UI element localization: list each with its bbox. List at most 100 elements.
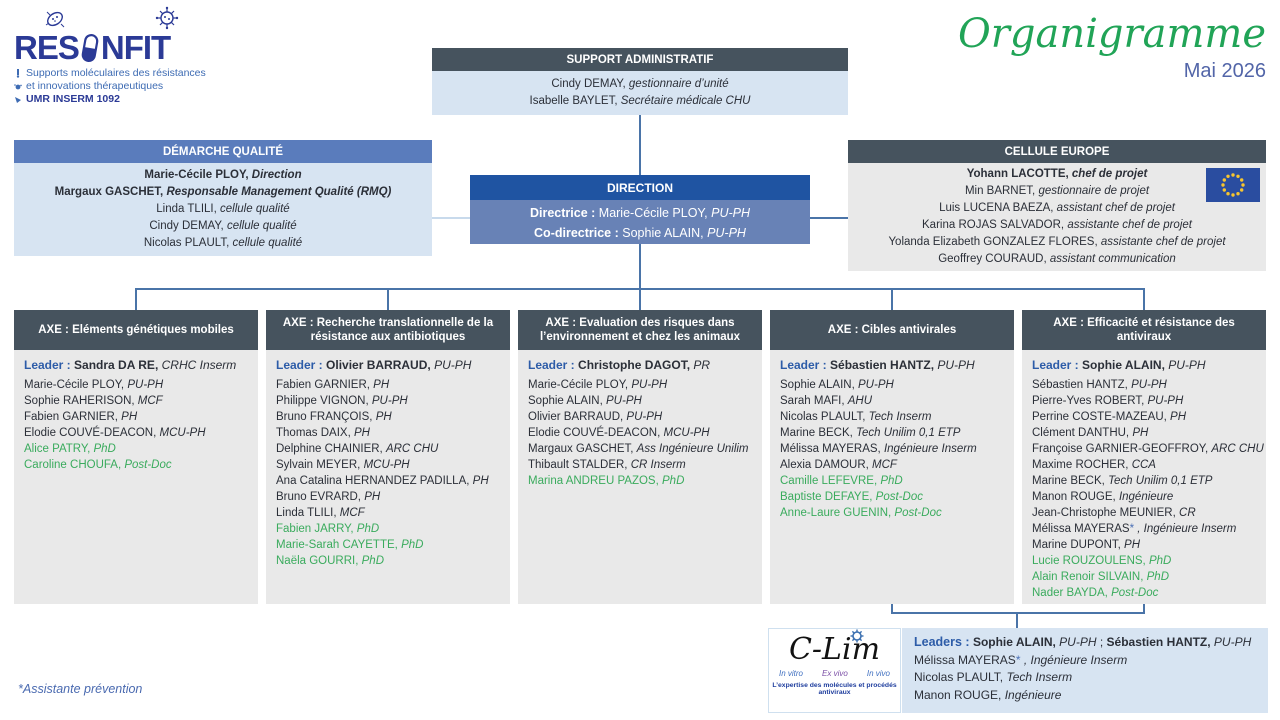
member-name: Yohann LACOTTE, bbox=[966, 168, 1069, 180]
member-name: Anne-Laure GUENIN, bbox=[780, 507, 892, 519]
member-role: cellule qualité bbox=[220, 203, 290, 215]
member-role: MCF bbox=[872, 459, 897, 471]
member-role: PhD bbox=[880, 475, 903, 487]
direction-label: Directrice : bbox=[529, 206, 596, 220]
member-name: Camille LEFEVRE, bbox=[780, 475, 878, 487]
member-row: Elodie COUVÉ-DEACON, MCU-PH bbox=[528, 425, 752, 441]
direction-name: Marie-Cécile PLOY, bbox=[598, 206, 708, 220]
leader-label: Leader : bbox=[780, 358, 827, 372]
member-name: Manon ROUGE, bbox=[914, 687, 1002, 702]
connector-line bbox=[1143, 604, 1145, 614]
member-role: PU-PH bbox=[371, 395, 408, 407]
member-role: CCA bbox=[1131, 459, 1156, 471]
bacterium-icon bbox=[45, 11, 65, 28]
member-name: Fabien GARNIER, bbox=[276, 379, 370, 391]
member-row: Marina ANDREU PAZOS, PhD bbox=[528, 473, 752, 489]
member-row: Mélissa MAYERAS, Ingénieure Inserm bbox=[780, 441, 1004, 457]
member-row: Naëla GOURRI, PhD bbox=[276, 553, 500, 569]
member-name: Min BARNET, bbox=[964, 185, 1036, 197]
member-row: Linda TLILI, MCF bbox=[276, 505, 500, 521]
member-role: PU-PH bbox=[1131, 379, 1167, 391]
member-name: Bruno EVRARD, bbox=[276, 491, 362, 503]
axis-leader: Leader : Christophe DAGOT, PR bbox=[528, 356, 752, 374]
member-row: Marine BECK, Tech Unilim 0,1 ETP bbox=[1032, 473, 1256, 489]
clim-leaders-line: Leaders : Sophie ALAIN, PU-PH ; Sébastie… bbox=[914, 634, 1256, 652]
member-name: Mélissa MAYERAS bbox=[914, 652, 1016, 667]
logo-doodles bbox=[14, 6, 244, 32]
member-name: Pierre-Yves ROBERT, bbox=[1032, 395, 1145, 407]
member-name: Olivier BARRAUD, bbox=[528, 411, 624, 423]
page-title-block: Organigramme Mai 2026 bbox=[958, 12, 1266, 83]
gear-icon bbox=[850, 629, 864, 643]
leader-label: Leader : bbox=[1032, 358, 1079, 372]
clim-leader-name: Sophie ALAIN, bbox=[972, 635, 1056, 649]
axis-members: Sébastien HANTZ, PU-PH Pierre-Yves ROBERT… bbox=[1032, 377, 1264, 601]
member-role: Tech Inserm bbox=[1006, 670, 1073, 684]
leader-name: Sandra DA RE, bbox=[74, 358, 159, 372]
member-role: PhD bbox=[1148, 555, 1172, 567]
member-row: Mélissa MAYERAS* , Ingénieure Inserm bbox=[914, 652, 1256, 670]
member-role: PhD bbox=[93, 443, 116, 455]
member-role: Post-Doc bbox=[124, 459, 172, 471]
clim-tagline: L’expertise des molécules et procédés an… bbox=[772, 682, 897, 696]
member-role: ARC CHU bbox=[385, 443, 439, 455]
member-role: PU-PH bbox=[858, 379, 894, 391]
member-role: gestionnaire d’unité bbox=[628, 78, 729, 90]
member-role: PH bbox=[121, 411, 138, 423]
member-role: Secrétaire médicale CHU bbox=[620, 95, 751, 107]
clim-leader-name: Sébastien HANTZ, bbox=[1106, 635, 1211, 649]
member-name: Marie-Cécile PLOY, bbox=[528, 379, 629, 391]
direction-name: Sophie ALAIN, bbox=[622, 226, 704, 240]
member-row: Clément DANTHU, PH bbox=[1032, 425, 1256, 441]
member-row: Yohann LACOTTE, chef de projet bbox=[848, 166, 1266, 183]
member-role: Post-Doc bbox=[875, 491, 923, 503]
logo-pictogram-icon bbox=[16, 69, 20, 78]
leader-name: Sophie ALAIN, bbox=[1082, 358, 1165, 372]
member-row: Alexia DAMOUR, MCF bbox=[780, 457, 1004, 473]
member-role: assistant communication bbox=[1049, 253, 1176, 265]
member-row: Olivier BARRAUD, PU-PH bbox=[528, 409, 752, 425]
member-name: Elodie COUVÉ-DEACON, bbox=[24, 427, 157, 439]
clim-logo-text: C-Lim bbox=[788, 632, 881, 667]
member-row: Linda TLILI, cellule qualité bbox=[14, 201, 432, 218]
member-role: Ingénieure Inserm bbox=[883, 443, 977, 455]
member-role: Post-Doc bbox=[1111, 587, 1159, 599]
member-role: PhD bbox=[361, 555, 385, 567]
member-role: PH bbox=[472, 475, 489, 487]
member-row: Marie-Cécile PLOY, PU-PH bbox=[24, 377, 248, 393]
clim-in-vitro: In vitro bbox=[779, 669, 804, 678]
axis-body: Leader : Sophie ALAIN, PU-PH Sébastien H… bbox=[1022, 350, 1266, 604]
member-row: Alain Renoir SILVAIN, PhD bbox=[1032, 569, 1256, 585]
member-name: Lucie ROUZOULENS, bbox=[1032, 555, 1146, 567]
member-role: PU-PH bbox=[626, 411, 663, 423]
member-role: cellule qualité bbox=[232, 237, 303, 249]
axis-leader: Leader : Sébastien HANTZ, PU-PH bbox=[780, 356, 1004, 374]
axes-row: AXE : Eléments génétiques mobiles Leader… bbox=[14, 310, 1266, 604]
leader-label: Leader : bbox=[24, 358, 71, 372]
member-row: Min BARNET, gestionnaire de projet bbox=[848, 183, 1266, 200]
logo-pictogram-icon bbox=[15, 97, 21, 103]
member-row: Margaux GASCHET, Ass Ingénieure Unilim bbox=[528, 441, 752, 457]
direction-line: Co-directrice : Sophie ALAIN, PU-PH bbox=[470, 223, 810, 243]
member-row: Thibault STALDER, CR Inserm bbox=[528, 457, 752, 473]
member-row: Sophie ALAIN, PU-PH bbox=[528, 393, 752, 409]
direction-header: DIRECTION bbox=[470, 175, 810, 200]
direction-box: DIRECTION Directrice : Marie-Cécile PLOY… bbox=[470, 175, 810, 244]
member-row: Sébastien HANTZ, PU-PH bbox=[1032, 377, 1256, 393]
axis-column: AXE : Recherche translationnelle de la r… bbox=[266, 310, 510, 604]
axis-column: AXE : Eléments génétiques mobiles Leader… bbox=[14, 310, 258, 604]
member-name: Caroline CHOUFA, bbox=[24, 459, 122, 471]
member-name: Nicolas PLAULT, bbox=[143, 237, 230, 249]
member-role: PU-PH bbox=[606, 395, 642, 407]
member-row: Margaux GASCHET, Responsable Management … bbox=[14, 184, 432, 201]
demarche-qualite-box: DÉMARCHE QUALITÉ Marie-Cécile PLOY, Dire… bbox=[14, 140, 432, 256]
member-name: Nicolas PLAULT, bbox=[914, 670, 1004, 684]
member-row: Sophie ALAIN, PU-PH bbox=[780, 377, 1004, 393]
member-row: Nader BAYDA, Post-Doc bbox=[1032, 585, 1256, 601]
member-row: Cindy DEMAY, gestionnaire d’unité bbox=[432, 76, 848, 93]
